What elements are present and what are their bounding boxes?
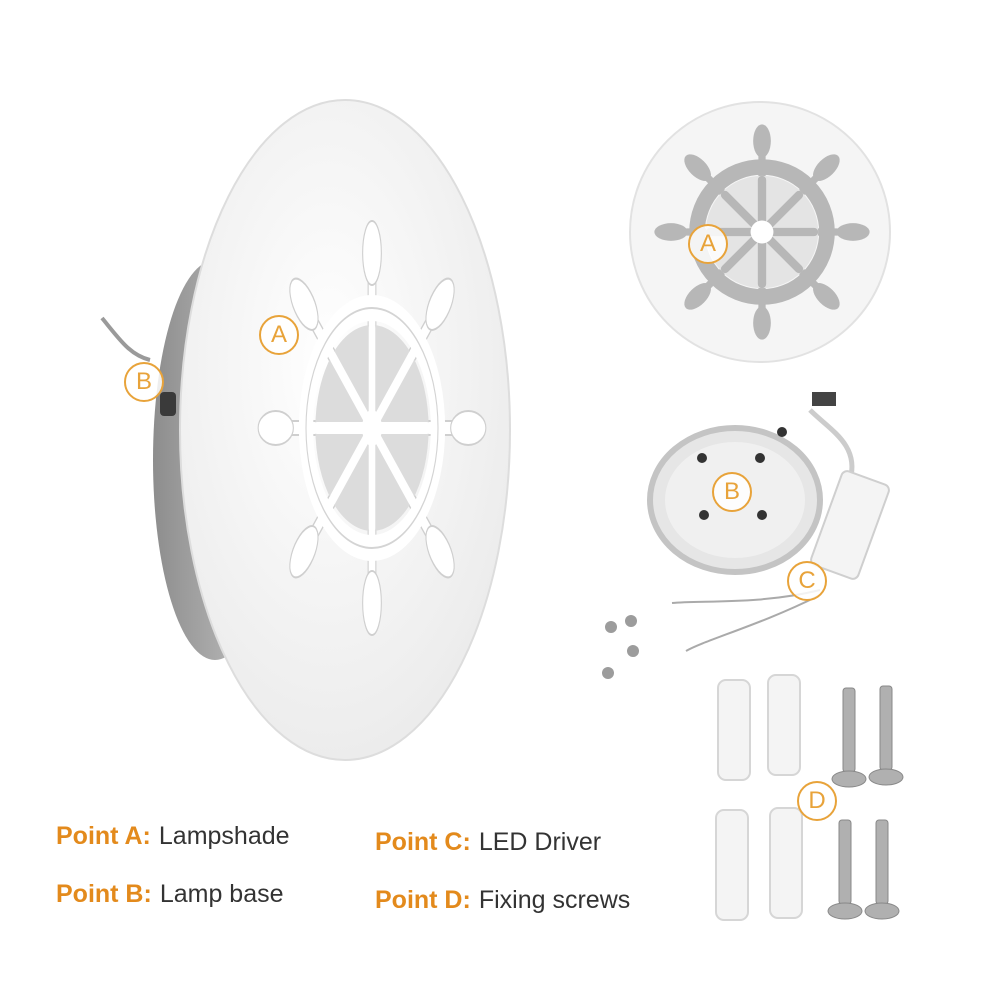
legend-key: Point A: [56,822,151,850]
base-clip [160,392,176,416]
legend-point-b: Point B:Lamp base [56,880,284,909]
callout-driver-c: C [787,561,827,601]
main-lamp [100,99,511,761]
lamp-wire [100,316,151,362]
callout-top-a: A [688,224,728,264]
legend-point-a: Point A:Lampshade [56,822,290,851]
callout-base-b: B [712,472,752,512]
legend-value: Lamp base [159,880,284,908]
legend-key: Point B: [56,880,152,908]
small-screws [602,615,639,679]
legend-point-c: Point C:LED Driver [375,828,601,857]
legend-key: Point D: [375,886,471,914]
led-driver [671,392,890,652]
legend-key: Point C: [375,828,471,856]
legend-value: Lampshade [158,822,290,850]
callout-screws-d: D [797,781,837,821]
legend-point-d: Point D:Fixing screws [375,886,630,915]
legend-value: LED Driver [478,828,602,856]
callout-main-b: B [124,362,164,402]
metal-screws [827,685,904,920]
wall-anchors [715,674,803,921]
legend-value: Fixing screws [478,886,631,914]
ship-wheel [257,220,487,636]
lamp-front-view [629,101,891,363]
callout-main-a: A [259,315,299,355]
